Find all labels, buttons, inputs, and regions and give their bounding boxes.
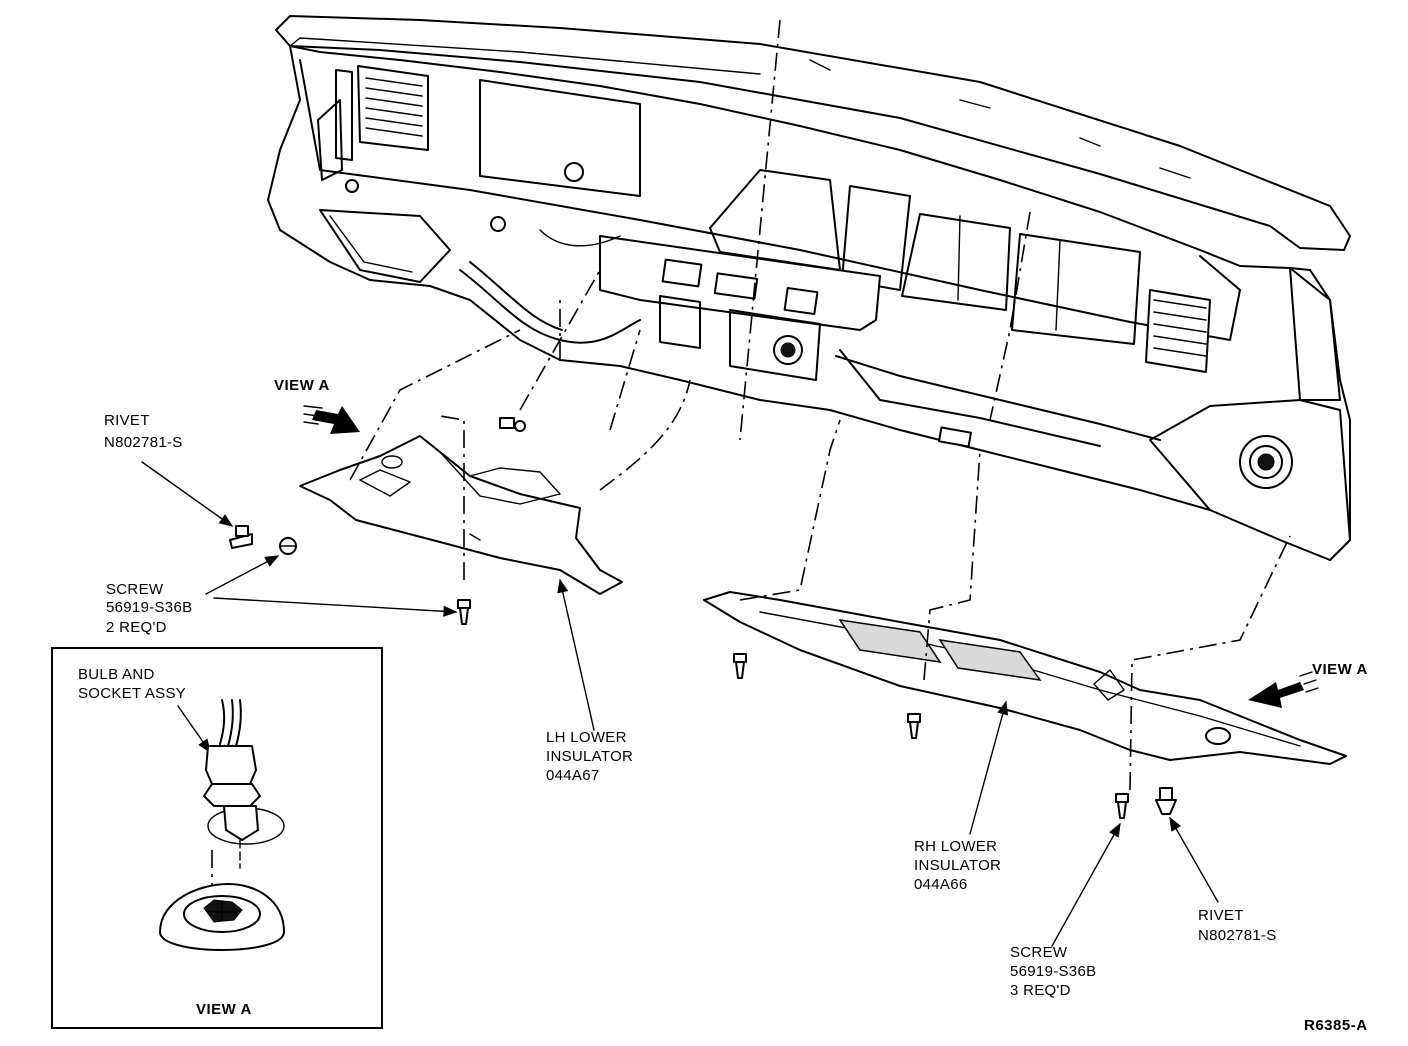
instrument-panel: [267, 15, 1351, 561]
screw-left-2: [457, 599, 471, 625]
lh-insulator-leader: [557, 578, 595, 731]
screw-left-1: [279, 537, 297, 555]
rh-insulator-line2: INSULATOR: [914, 857, 1001, 874]
view-a-arrow-right: [1248, 671, 1319, 708]
fasteners: [229, 417, 1177, 819]
rivet-left-name: RIVET: [104, 412, 150, 429]
rh-insulator-part-no: 044A66: [914, 876, 968, 893]
inset-caption: VIEW A: [196, 1001, 252, 1018]
screw-left-name: SCREW: [106, 581, 164, 598]
leader-lines: [141, 461, 1219, 947]
right-air-vent: [1145, 289, 1211, 373]
bulb-and-socket: [203, 699, 285, 886]
lh-insulator-line1: LH LOWER: [546, 729, 627, 746]
screw-right-leader: [1051, 822, 1121, 947]
rivet-left-leader: [141, 461, 234, 527]
inset-label-line1: BULB AND: [78, 666, 155, 683]
lh-lower-insulator: [299, 435, 623, 595]
screw-right-2: [907, 713, 921, 739]
screw-right-3: [1115, 793, 1129, 819]
screw-right-1: [733, 653, 747, 679]
screw-left-leader-1: [205, 555, 280, 595]
rh-insulator-leader: [969, 700, 1009, 835]
rivet-right-name: RIVET: [1198, 907, 1244, 924]
screw-right-qty: 3 REQ'D: [1010, 982, 1071, 999]
labels: VIEW A RIVET N802781-S SCREW 56919-S36B …: [104, 377, 1368, 1034]
view-a-label-left: VIEW A: [274, 377, 330, 394]
view-a-arrow-left: [303, 405, 360, 434]
figure-id: R6385-A: [1304, 1017, 1368, 1034]
view-a-inset: BULB AND SOCKET ASSY VIEW A: [51, 647, 383, 1029]
bulb-socket-leader: [177, 705, 211, 754]
rh-lower-insulator: [703, 591, 1347, 765]
view-a-label-right: VIEW A: [1312, 661, 1368, 678]
screw-left-part-no: 56919-S36B: [106, 599, 192, 616]
socket-receptacle: [159, 883, 285, 951]
rivet-left-part: [229, 525, 253, 549]
lh-insulator-line2: INSULATOR: [546, 748, 633, 765]
rivet-left-part-no: N802781-S: [104, 434, 183, 451]
inset-label-line2: SOCKET ASSY: [78, 685, 186, 702]
rivet-right-part: [1155, 787, 1177, 815]
screw-left-leader-2: [213, 597, 458, 617]
lh-insulator-part-no: 044A67: [546, 767, 600, 784]
screw-right-name: SCREW: [1010, 944, 1068, 961]
rh-insulator-line1: RH LOWER: [914, 838, 997, 855]
screw-left-qty: 2 REQ'D: [106, 619, 167, 636]
rivet-right-part-no: N802781-S: [1198, 927, 1277, 944]
alignment-lines: [349, 19, 1291, 791]
screw-panel-clip: [499, 417, 526, 432]
screw-right-part-no: 56919-S36B: [1010, 963, 1096, 980]
rivet-right-leader: [1169, 816, 1219, 903]
left-air-vent: [317, 65, 429, 181]
